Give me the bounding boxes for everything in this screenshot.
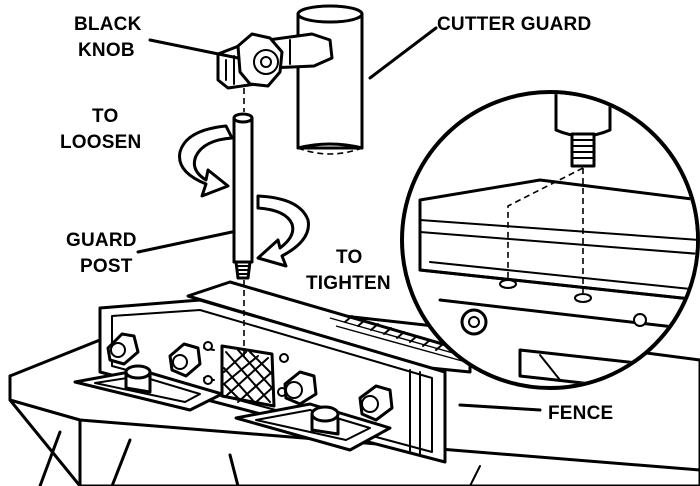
label-cutter-guard: CUTTER GUARD xyxy=(437,14,591,35)
guard-post xyxy=(232,112,254,360)
label-guard-post-1: GUARD xyxy=(66,230,137,251)
black-knob xyxy=(216,32,334,112)
feather-board-left xyxy=(73,364,224,412)
label-fence: FENCE xyxy=(548,403,613,424)
label-black-knob-1: BLACK xyxy=(74,14,142,35)
fence-knobs xyxy=(106,332,394,422)
label-black-knob-2: KNOB xyxy=(78,40,135,61)
feather-board-right xyxy=(234,402,392,452)
loosen-arrow xyxy=(178,124,234,198)
labels: BLACK KNOB CUTTER GUARD TO LOOSEN GUARD … xyxy=(60,14,613,424)
bit-opening-grid xyxy=(220,344,276,408)
leader-lines xyxy=(136,26,542,412)
fence-scale xyxy=(344,315,444,351)
label-guard-post-2: POST xyxy=(80,256,133,277)
label-to-loosen-1: TO xyxy=(92,106,118,127)
label-to-tighten-2: TIGHTEN xyxy=(306,273,391,294)
label-to-loosen-2: LOOSEN xyxy=(60,132,141,153)
detail-inset xyxy=(400,90,700,390)
tighten-arrow xyxy=(256,194,310,268)
label-to-tighten-1: TO xyxy=(336,247,362,268)
cutter-guard xyxy=(296,4,364,155)
